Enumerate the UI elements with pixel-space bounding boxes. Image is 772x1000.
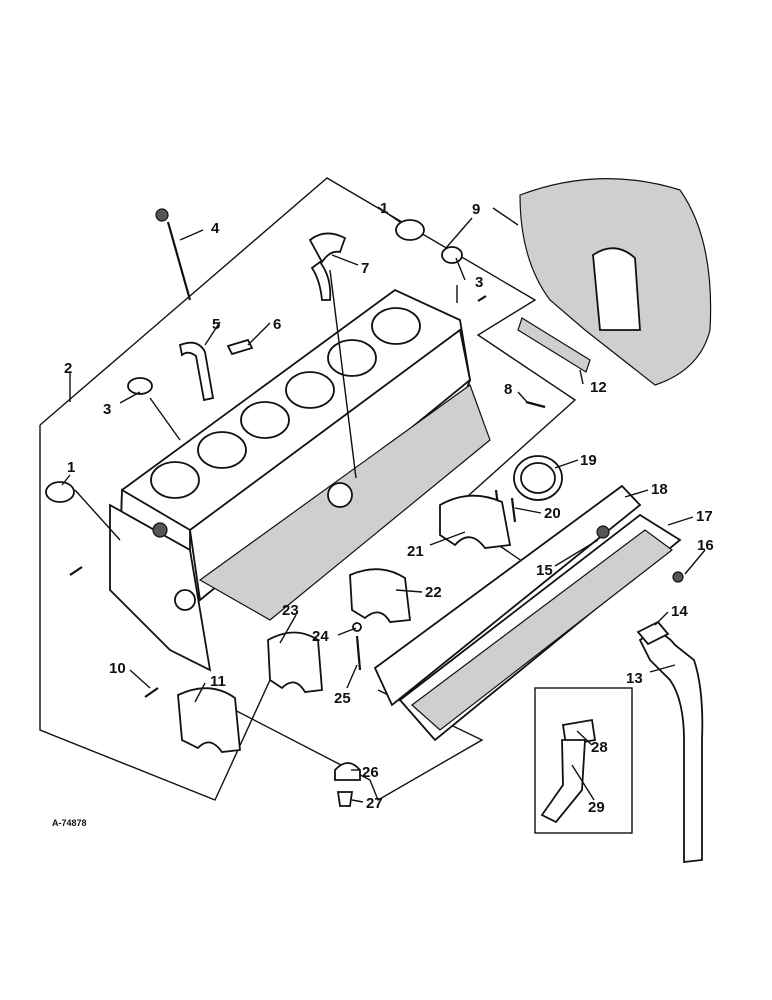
callout-16: 16 bbox=[697, 537, 714, 554]
callout-28: 28 bbox=[591, 739, 608, 756]
figure-reference-id: A-74878 bbox=[52, 818, 87, 828]
callout-1-top: 1 bbox=[380, 200, 388, 217]
callout-24: 24 bbox=[312, 628, 329, 645]
callout-12: 12 bbox=[590, 379, 607, 396]
callout-1-left: 1 bbox=[67, 459, 75, 476]
callout-3-right: 3 bbox=[475, 274, 483, 291]
callout-27: 27 bbox=[366, 795, 383, 812]
callout-7: 7 bbox=[361, 260, 369, 277]
callout-20: 20 bbox=[544, 505, 561, 522]
flywheel-housing-plate bbox=[519, 178, 712, 386]
oil-pan-assembly bbox=[373, 484, 682, 742]
callout-11: 11 bbox=[210, 673, 226, 690]
callout-2: 2 bbox=[64, 360, 72, 377]
callout-18: 18 bbox=[651, 481, 668, 498]
callout-6: 6 bbox=[273, 316, 281, 333]
small-parts bbox=[45, 208, 591, 698]
callout-14: 14 bbox=[671, 603, 688, 620]
callout-10: 10 bbox=[109, 660, 126, 677]
callout-4: 4 bbox=[211, 220, 220, 237]
callout-19: 19 bbox=[580, 452, 597, 469]
callout-17: 17 bbox=[696, 508, 713, 525]
callout-25: 25 bbox=[334, 690, 351, 707]
callout-3-left: 3 bbox=[103, 401, 111, 418]
callout-9: 9 bbox=[472, 201, 480, 218]
callout-13: 13 bbox=[626, 670, 643, 687]
callout-labels: 1 1 2 3 3 4 5 6 7 8 9 10 11 12 13 14 15 … bbox=[64, 200, 714, 816]
callout-26: 26 bbox=[362, 764, 379, 781]
callout-29: 29 bbox=[588, 799, 605, 816]
callout-23: 23 bbox=[282, 602, 299, 619]
cylinder-block bbox=[109, 288, 491, 672]
breather-and-fittings bbox=[334, 571, 704, 864]
callout-8: 8 bbox=[504, 381, 512, 398]
callout-5: 5 bbox=[212, 316, 220, 333]
callout-15: 15 bbox=[536, 562, 553, 579]
leader-lines bbox=[61, 206, 706, 803]
callout-22: 22 bbox=[425, 584, 442, 601]
callout-21: 21 bbox=[407, 543, 424, 560]
